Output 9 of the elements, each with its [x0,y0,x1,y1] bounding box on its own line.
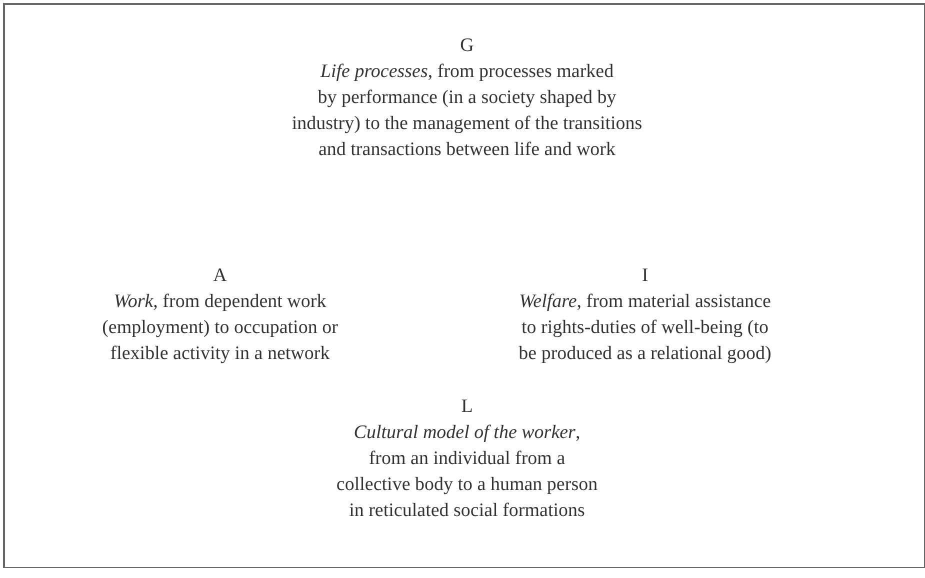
quadrant-letter: L [461,395,473,419]
quadrant-description: Work, from dependent work (employment) to occupation or flexible activity in a network [101,290,339,366]
frame-box [3,3,925,568]
quadrant-letter: A [213,264,227,288]
quadrant-description: Welfare, from material assistance to rights-duties of well-being (to be produced as a relational good) [518,290,772,366]
quadrant-letter: G [460,34,474,58]
quadrant-description: Life processes, from processes marked by performance (in a society shaped by industry) to the management of the transitions and transactions between life and work [290,60,644,162]
quadrant-description: Cultural model of the worker, from an individual from a collective body to a human person in reticulated social formations [335,421,599,523]
quadrant-letter: I [642,264,648,288]
